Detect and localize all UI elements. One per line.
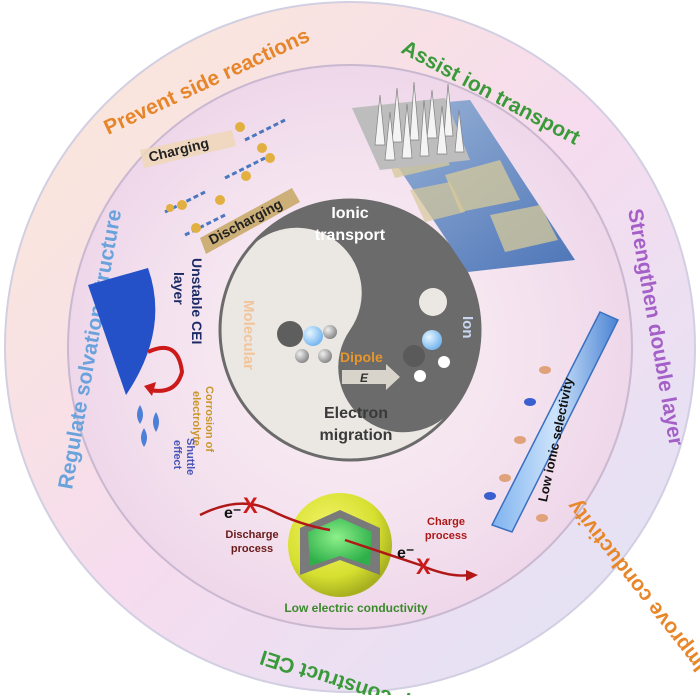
discharge-path bbox=[199, 502, 331, 532]
membrane-tube bbox=[490, 311, 620, 533]
ion-label: Ion bbox=[459, 316, 476, 339]
ion-atom-white-2 bbox=[438, 356, 450, 368]
molecule-right bbox=[403, 330, 450, 382]
conductivity-illustration: e⁻ X Discharge process e⁻ X Charge proce… bbox=[199, 493, 478, 615]
molecule-atom-dark bbox=[277, 321, 303, 347]
dipole-label: Dipole bbox=[340, 349, 383, 365]
electron-left: e⁻ bbox=[224, 505, 241, 522]
unstable-cei-line2: layer bbox=[171, 272, 187, 305]
discharging-banner bbox=[200, 188, 300, 254]
ionic-transport-line2: transport bbox=[315, 227, 386, 244]
charge-line1: Charge bbox=[427, 516, 465, 528]
molecular-label: Molecular bbox=[240, 300, 257, 370]
unstable-cei-line1: Unstable CEI bbox=[189, 258, 205, 344]
ion-transport-sheet bbox=[352, 81, 575, 272]
corrosion-line1: Corrosion of bbox=[203, 386, 215, 452]
molecule-atom-blue bbox=[303, 326, 323, 346]
molecule-atom-grey-1 bbox=[323, 325, 337, 339]
cathode-wedge bbox=[88, 268, 156, 395]
charge-path bbox=[344, 538, 471, 577]
discharge-line1: Discharge bbox=[225, 529, 278, 541]
discharge-line2: process bbox=[231, 543, 273, 555]
block-mark-right: X bbox=[416, 554, 431, 579]
shuttle-line1: Shuttle bbox=[184, 438, 196, 475]
shuttle-line2: effect bbox=[171, 440, 183, 470]
ion-atom-dark bbox=[403, 345, 425, 367]
e-field-label: E bbox=[360, 371, 369, 385]
cei-illustration: Unstable CEI layer Corrosion of electrol… bbox=[88, 258, 215, 475]
e-field-arrow bbox=[342, 364, 400, 390]
electron-migration-line2: migration bbox=[320, 427, 393, 444]
low-conductivity-label: Low electric conductivity bbox=[284, 601, 428, 615]
electron-migration-line1: Electron bbox=[324, 405, 388, 422]
molecule-atom-grey-2 bbox=[295, 349, 309, 363]
block-mark-left: X bbox=[243, 493, 258, 518]
ionic-transport-line1: Ionic bbox=[331, 205, 368, 222]
ion-atom-white-1 bbox=[414, 370, 426, 382]
electron-right: e⁻ bbox=[397, 545, 414, 562]
ion-atom-blue bbox=[422, 330, 442, 350]
corrosion-line2: electrolyte bbox=[190, 391, 202, 446]
charging-banner bbox=[140, 130, 236, 168]
molecule-left bbox=[277, 321, 337, 363]
curved-arrow bbox=[147, 346, 185, 393]
charge-line2: process bbox=[425, 530, 467, 542]
molecule-atom-grey-3 bbox=[318, 349, 332, 363]
yang-dot bbox=[419, 288, 447, 316]
